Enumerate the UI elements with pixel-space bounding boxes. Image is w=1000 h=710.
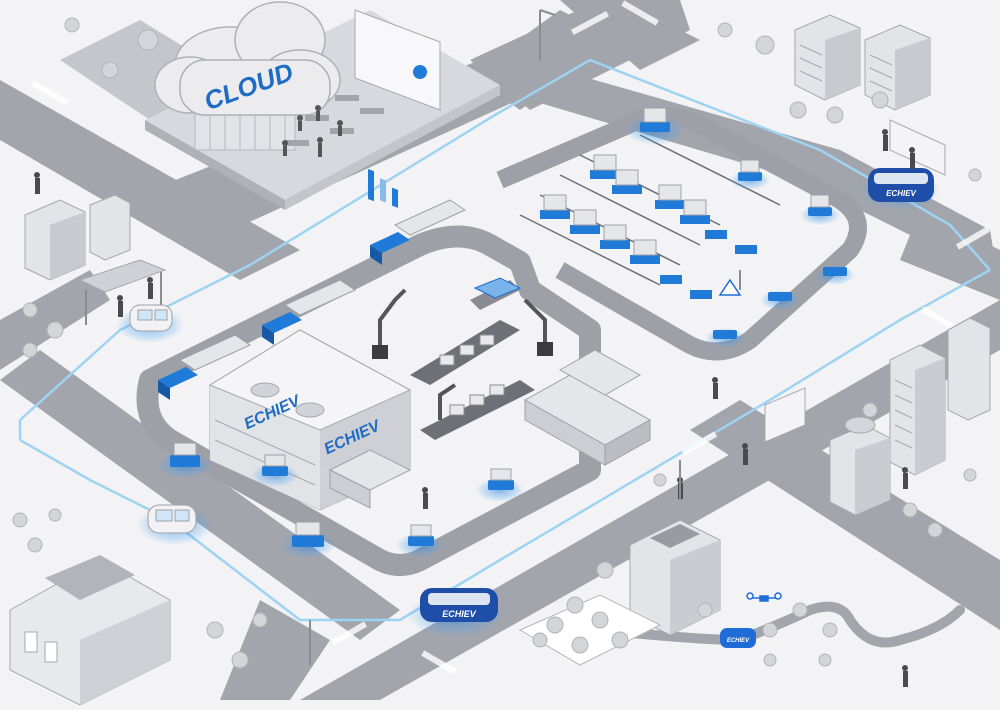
truck-middle	[262, 279, 357, 345]
cloud-icon	[154, 1, 341, 116]
presentation-screen	[354, 9, 441, 208]
autonomous-bus-bottom: ECHIEV	[420, 588, 498, 622]
truck-top	[370, 199, 467, 265]
residential-towers-right	[764, 119, 991, 516]
small-car-brand: ECHIEV	[727, 638, 750, 644]
drone-icon	[746, 592, 782, 602]
stacked-goods	[328, 349, 652, 509]
street-lamps	[309, 9, 741, 665]
bus-brand-bottom: ECHIEV	[442, 609, 477, 619]
office-towers-top-right	[794, 14, 931, 111]
parked-carts	[540, 154, 757, 299]
office-people	[282, 95, 384, 157]
robot-arm-icon	[378, 288, 547, 420]
assembly-line	[372, 277, 553, 440]
bus-brand-top: ECHIEV	[886, 189, 916, 198]
cloud-data-center: CLOUD	[145, 1, 500, 210]
country-road	[595, 601, 965, 648]
shuttle-pod-top-left	[129, 304, 173, 332]
autonomous-trucks	[158, 199, 467, 400]
residential-buildings-left	[24, 194, 167, 325]
warning-sign-icon	[718, 278, 742, 296]
office-building-bottom-left	[9, 555, 171, 706]
warehouse-loop-track	[496, 107, 867, 361]
truck-bottom	[158, 334, 252, 400]
small-delivery-car: ECHIEV	[720, 628, 756, 648]
delivery-robots: ECHIEV ECHIEV ECHIEV	[116, 107, 940, 648]
inner-loop-track	[136, 225, 601, 576]
shuttle-pod-left	[147, 504, 197, 534]
crosswalks	[31, 0, 991, 675]
autonomous-bus-top-right: ECHIEV	[868, 168, 934, 202]
trees	[12, 17, 982, 669]
